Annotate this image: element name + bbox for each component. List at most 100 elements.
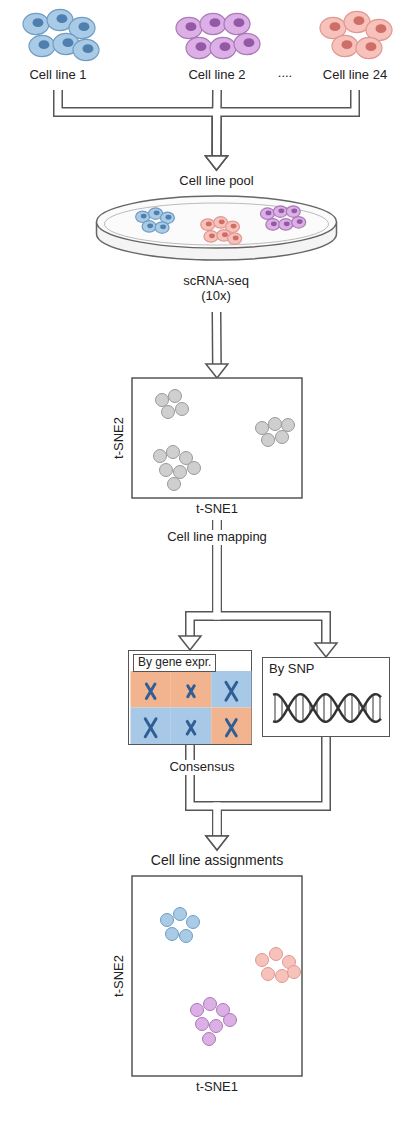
cell: [210, 37, 236, 58]
cell: [155, 222, 169, 233]
arrowhead-group: [206, 156, 228, 170]
cell: [292, 217, 306, 228]
chromosome: [188, 686, 194, 697]
arrowhead: [206, 836, 228, 850]
cell-nucleus: [231, 224, 237, 229]
tsne-plot-figure: [132, 876, 302, 1076]
cell-dot: [180, 930, 193, 943]
culture-dish-figure: [97, 196, 337, 260]
expression-cell: [131, 671, 171, 708]
cell-line-label: Cell line 24: [305, 68, 405, 83]
cell-nucleus: [185, 22, 196, 31]
cell-nucleus: [209, 18, 220, 27]
method-box: By gene expr.: [128, 650, 252, 745]
cell: [224, 13, 250, 34]
cell: [260, 208, 274, 219]
cell: [266, 219, 280, 230]
tsne-plot: Cell line assignmentst-SNE2t-SNE1: [112, 850, 322, 1100]
cell-dot: [262, 968, 275, 981]
axis-label: t-SNE1: [132, 502, 302, 517]
axis-label: t-SNE2: [112, 951, 128, 1001]
cell: [142, 221, 156, 232]
helix-rung: [302, 695, 303, 722]
cell-dot: [174, 466, 187, 479]
tsne-plot-figure: [132, 378, 302, 498]
cell-nucleus: [195, 42, 206, 51]
cell: [201, 219, 215, 230]
cell: [73, 39, 99, 60]
dish-floor: [105, 203, 329, 245]
cell-line-cluster: Cell line 1: [8, 4, 108, 90]
cell-nucleus: [278, 208, 284, 213]
cell: [23, 13, 49, 34]
cell-dot: [174, 908, 187, 921]
cell-nucleus: [243, 38, 254, 47]
arrowhead: [206, 156, 228, 170]
hollow-arrow: [58, 90, 217, 158]
cell-dot: [161, 914, 174, 927]
cell-dot: [276, 970, 289, 983]
method-box: By SNP: [262, 657, 390, 737]
arrowhead: [179, 636, 201, 650]
cell-nucleus: [297, 219, 303, 224]
chromosome: [226, 682, 237, 700]
cell-nucleus: [233, 236, 239, 241]
hollow-arrow: [217, 737, 326, 838]
cell-dot: [270, 948, 283, 961]
helix-strand: [273, 694, 381, 722]
expression-cell: [171, 708, 211, 745]
arrowhead: [206, 156, 228, 170]
cell-dot: [269, 418, 282, 431]
hollow-arrow-fill: [213, 312, 220, 366]
chromosome: [146, 684, 155, 698]
chromosome: [145, 719, 156, 737]
cell-dot: [191, 1004, 204, 1017]
cell-dot: [166, 928, 179, 941]
cell-nucleus: [375, 24, 386, 33]
cell: [279, 219, 293, 230]
cell-nucleus: [82, 44, 93, 53]
hollow-arrow-fill: [217, 90, 356, 158]
culture-dish: Cell line poolscRNA-seq (10x): [90, 170, 343, 312]
cell-dot: [276, 431, 289, 444]
dish-rim: [97, 196, 337, 248]
cell: [176, 17, 202, 38]
cell-nucleus: [353, 16, 364, 25]
cell-nucleus: [291, 208, 297, 213]
cell: [200, 13, 226, 34]
cell-nucleus: [219, 219, 225, 224]
cell-dot: [282, 419, 295, 432]
cell-nucleus: [56, 14, 67, 23]
cell-dot: [262, 434, 275, 447]
chromosome: [226, 720, 236, 736]
cell-line-cluster: Cell line 2: [161, 4, 273, 90]
cell-dot: [256, 422, 269, 435]
cell-nucleus: [233, 18, 244, 27]
cell-nucleus: [219, 42, 230, 51]
arrowhead: [315, 643, 337, 657]
cell-line-label: Cell line 2: [161, 68, 273, 83]
ellipsis-label: ....: [275, 66, 295, 81]
cell-dot: [224, 1014, 237, 1027]
helix-rung: [330, 697, 331, 719]
cell-nucleus: [38, 40, 49, 49]
expression-cell: [131, 708, 171, 745]
cell-nucleus: [62, 38, 73, 47]
arrowhead-group: [206, 836, 228, 850]
expression-cell: [171, 671, 211, 708]
cell-nucleus: [206, 222, 212, 227]
helix-rung: [295, 696, 296, 720]
cell-line-label: Cell line 1: [8, 68, 108, 83]
cell-line-cluster-figure: [176, 13, 260, 58]
cell-dot: [204, 998, 217, 1011]
cell-nucleus: [154, 210, 160, 215]
cell-dot: [256, 954, 269, 967]
hollow-arrow-fill: [58, 90, 217, 158]
expression-cell: [211, 671, 251, 708]
method-label: scRNA-seq (10x): [176, 274, 256, 304]
arrowhead: [206, 156, 228, 170]
hollow-arrow: [212, 312, 222, 366]
cell: [356, 37, 382, 58]
cell-nucleus: [266, 211, 272, 216]
